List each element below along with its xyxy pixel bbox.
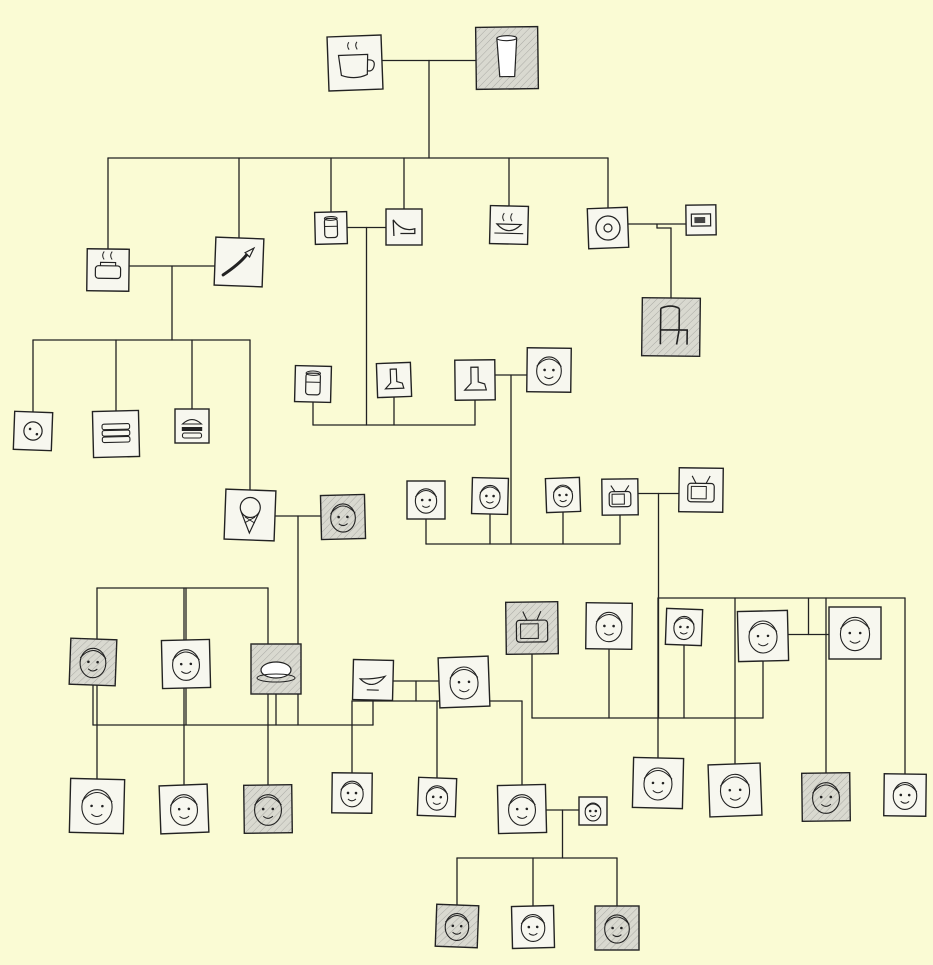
tile-spiky-face [632,757,683,808]
tile-longhair-face [435,904,479,948]
tile-suit-man [417,777,456,816]
tile-radio [686,205,716,235]
tile-pigtail-girl [708,763,762,817]
tile-television [602,479,638,515]
tile-ice-cream-cone [224,489,276,541]
tile-coffee-cup [327,35,383,91]
tile-wavy-face [497,784,546,833]
family-connector [532,494,763,719]
tile-girl-face [586,603,633,650]
tile-smiling-face [161,639,210,688]
tile-small-face [579,797,607,825]
tile-sandwich [92,410,139,457]
tile-bangs-face [737,610,788,661]
tile-tie-man [332,773,372,813]
tile-record-disc [587,207,628,248]
tile-shades-face [244,785,293,834]
tile-grinning-face [320,494,365,539]
tile-ankle-boot [376,362,411,397]
tile-mustache-face [829,607,881,659]
tile-tall-boot [455,360,495,400]
tile-drinking-glass [476,27,539,90]
family-connector [628,224,686,298]
tile-roast-chicken [251,644,301,694]
tile-sketch-face [545,477,580,512]
tile-tin-can [315,212,348,245]
tile-laughing-face [69,638,117,686]
tile-headband-girl [802,773,851,822]
tile-cookie [13,411,52,450]
tile-cartoon-tv [506,602,559,655]
tile-face-a [407,481,445,519]
tile-specs-kid [511,905,554,948]
tile-steaming-bowl [490,206,529,245]
glass-icon [497,36,517,77]
tile-glasses-face [472,478,509,515]
tile-boy-face [159,784,209,834]
tile-bow-face [665,608,702,645]
tile-chair [642,298,701,357]
tile-high-heel-shoe [386,209,422,245]
family-connector [93,516,373,725]
tile-shadow-boy [595,906,639,950]
family-connector [33,266,250,490]
tile-toaster [87,249,130,292]
tile-dotted-face [884,774,927,817]
tile-winking-face [438,656,490,708]
tile-spatula [214,237,264,287]
tile-tv-set [679,468,724,513]
tile-curly-face [69,778,124,833]
tile-gravy-boat [353,660,394,701]
tile-burger [175,409,209,443]
tile-singing-face [527,348,572,393]
tile-small-can [295,366,332,403]
